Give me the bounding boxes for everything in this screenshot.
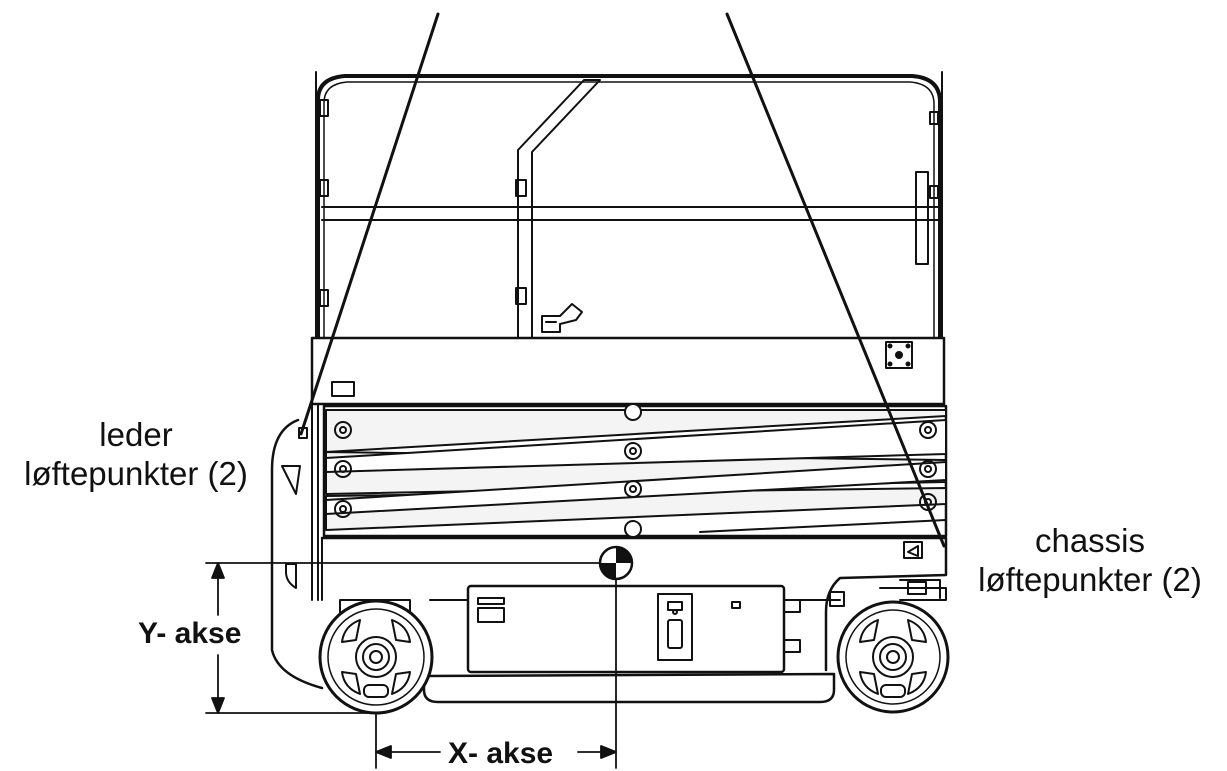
chassis-label-line2: løftepunkter (2) <box>978 560 1202 598</box>
leder-label-line2: løftepunkter (2) <box>24 454 248 492</box>
leder-label-line1: leder <box>99 416 173 453</box>
right-wheel <box>836 600 950 714</box>
scissor-stack <box>322 404 948 538</box>
chassis-label-line1: chassis <box>1034 522 1146 559</box>
x-axis-label: X- akse <box>448 737 554 770</box>
y-axis-dimension <box>205 562 601 714</box>
chassis-lifting-points-label: chassis løftepunkter (2) <box>958 522 1222 600</box>
x-axis-dimension <box>375 578 617 769</box>
left-end-panel <box>270 403 324 690</box>
leder-lifting-points-label: leder løftepunkter (2) <box>0 416 272 494</box>
leader-lines <box>299 12 946 548</box>
chassis <box>320 536 948 704</box>
guard-rails <box>315 71 943 340</box>
left-wheel <box>318 599 434 715</box>
y-axis-label: Y- akse <box>138 617 242 650</box>
scissor-pivots <box>334 403 937 538</box>
center-of-gravity-symbol <box>598 545 634 581</box>
platform-deck <box>310 336 946 406</box>
